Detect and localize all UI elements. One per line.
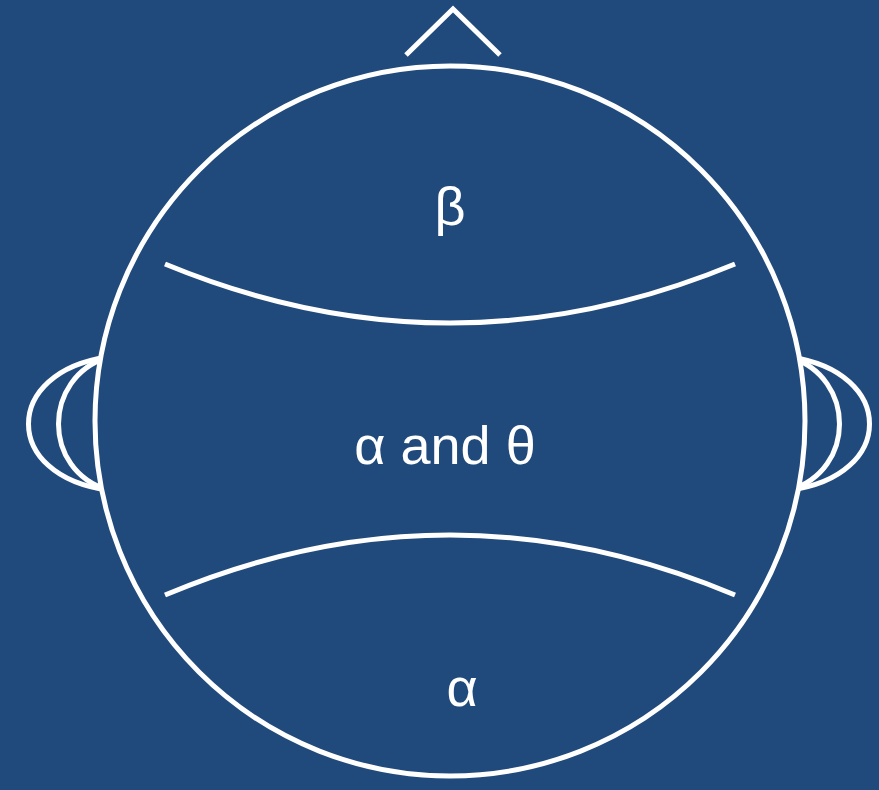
occipital-band-label: α xyxy=(446,658,477,717)
frontal-boundary xyxy=(165,264,735,323)
central-band-label: α and θ xyxy=(354,416,535,475)
nose xyxy=(406,9,500,55)
head-outline xyxy=(95,66,805,776)
frontal-band-label: β xyxy=(434,177,465,236)
occipital-boundary xyxy=(165,535,735,595)
